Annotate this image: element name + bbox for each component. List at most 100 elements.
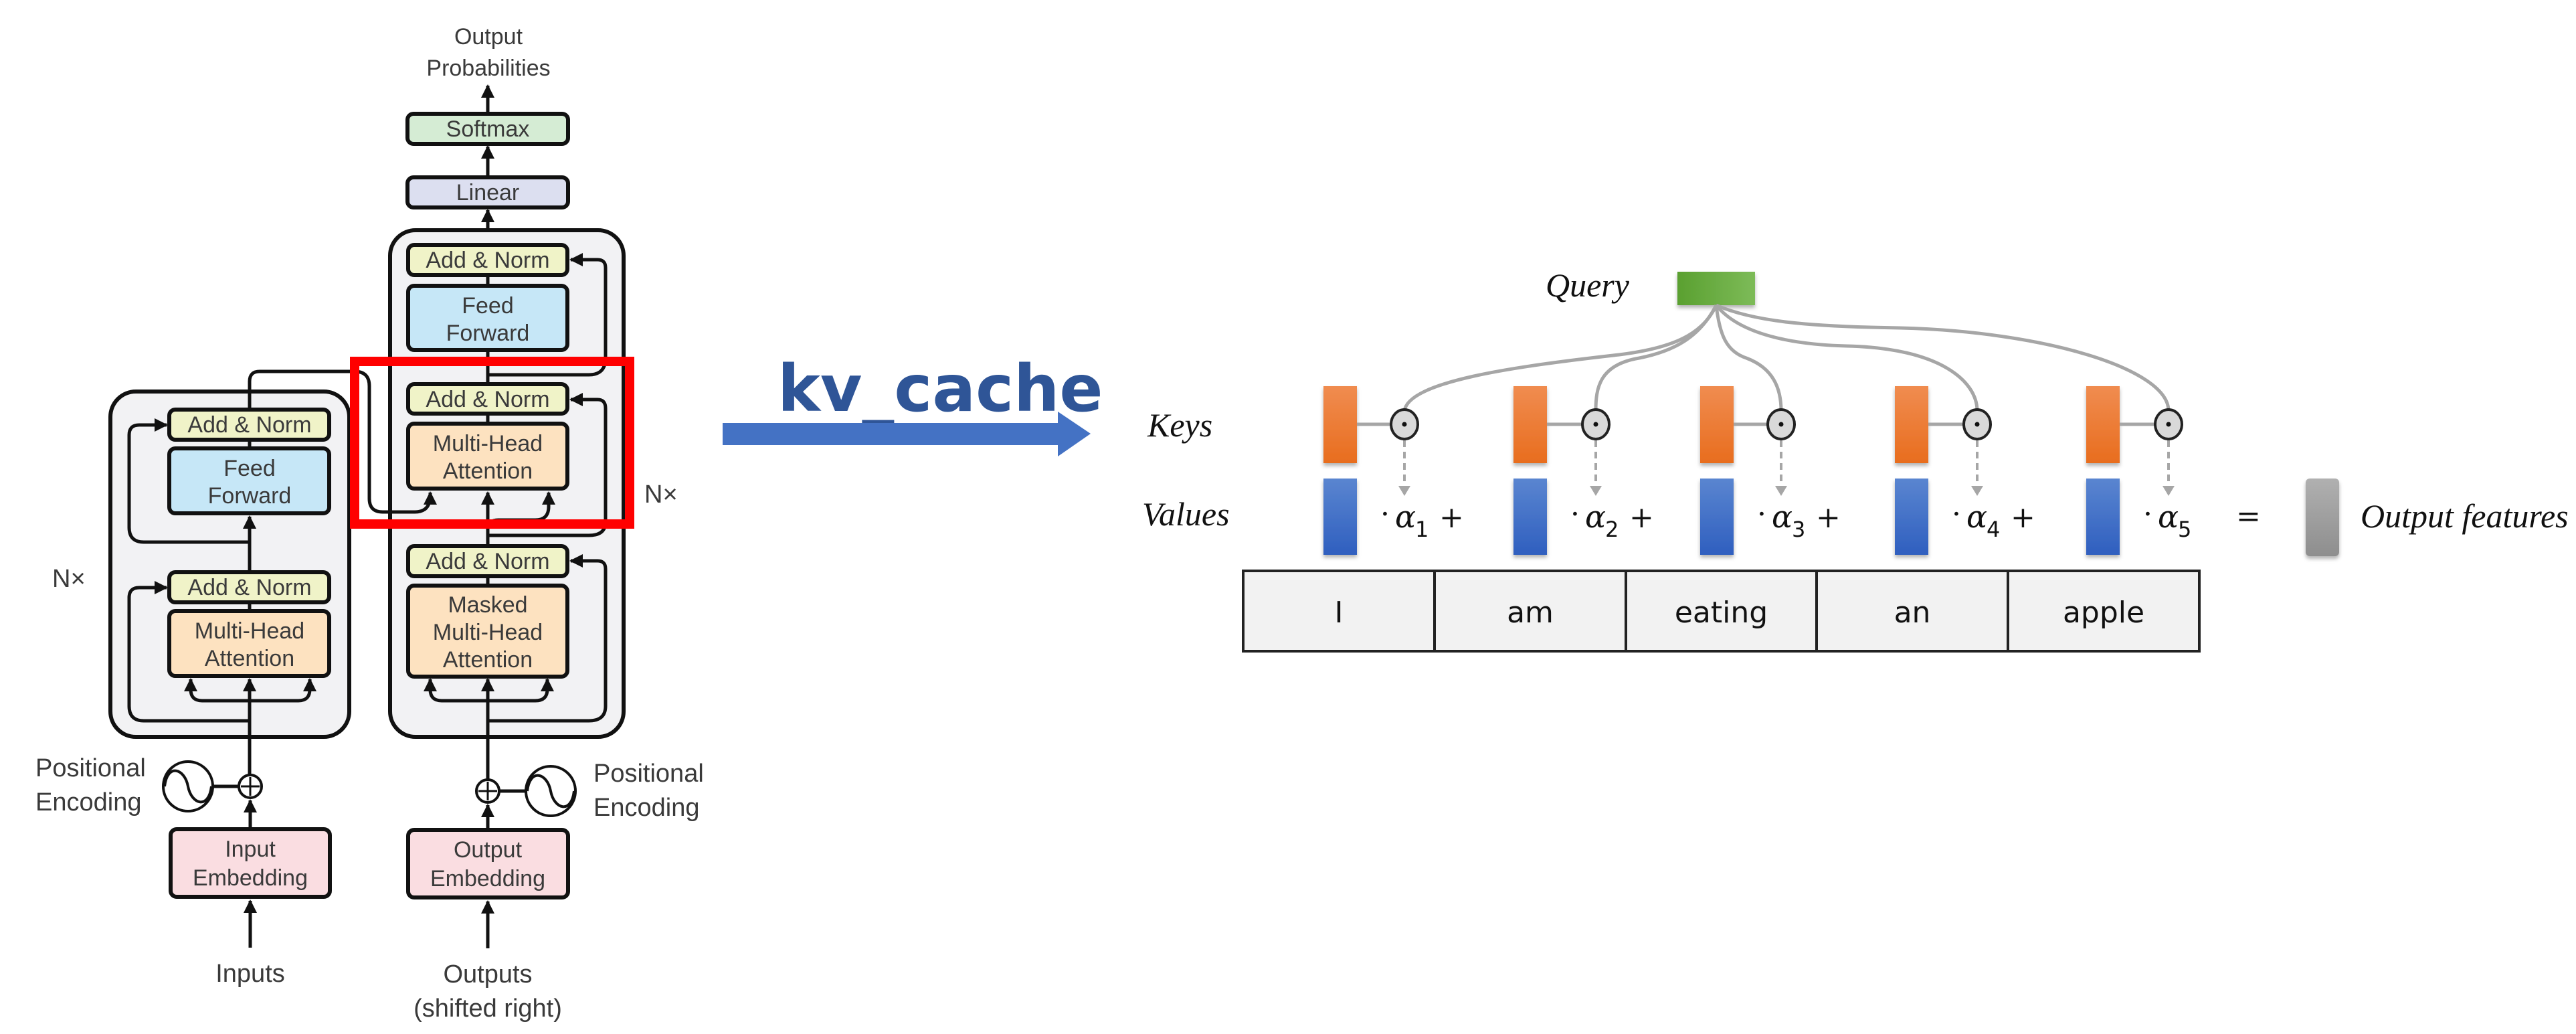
kv-column: ·α3+ xyxy=(1700,386,1841,555)
decoder-feed-forward-label-1: Feed xyxy=(462,293,514,319)
key-vector xyxy=(1513,386,1547,463)
decoder-add-norm-top xyxy=(406,243,569,277)
cross-attention-highlight xyxy=(350,357,634,529)
kv-column: ·α1+ xyxy=(1323,386,1464,555)
outputs-label-line2: (shifted right) xyxy=(413,995,562,1023)
decoder-cross-attention-label-2: Attention xyxy=(443,458,533,484)
keys-label: Keys xyxy=(1147,406,1212,444)
positional-encoding-left-line1: Positional xyxy=(35,754,146,782)
encoder-repeat-label: N× xyxy=(52,565,86,593)
encoder-add-norm-bottom-label: Add & Norm xyxy=(187,575,311,600)
kv-column: ·α5 xyxy=(2086,386,2191,555)
token-cell: am xyxy=(1433,570,1627,653)
sine-wave-icon-left xyxy=(162,760,214,812)
positional-encoding-right-line1: Positional xyxy=(593,760,704,788)
token-cell: I xyxy=(1242,570,1436,653)
softmax-label: Softmax xyxy=(446,116,530,142)
attention-weight-index: 2 xyxy=(1605,517,1619,542)
output-feature-vector xyxy=(2306,479,2339,556)
output-features-label: Output features xyxy=(2361,497,2569,535)
attention-weight-alpha: α xyxy=(1966,499,1987,535)
decoder-residual-top xyxy=(488,253,608,377)
decoder-masked-attention-label-2: Multi-Head xyxy=(433,620,543,645)
encoder-split-left xyxy=(184,678,250,703)
encoder-add-norm-top-label: Add & Norm xyxy=(187,412,311,438)
decoder-cross-attention-label-1: Multi-Head xyxy=(433,431,543,456)
token-text: I xyxy=(1335,596,1344,630)
multiply-dot: · xyxy=(1570,497,1580,531)
query-label: Query xyxy=(1546,266,1630,304)
query-key-link-3 xyxy=(1714,305,1783,412)
encoder-feed-forward xyxy=(167,446,331,515)
attention-illustration: Query Keys Values ·α1+·α2+·α3+·α4+·α5 = … xyxy=(1142,266,2569,653)
encoder-feed-forward-label-1: Feed xyxy=(223,456,276,481)
encoder-residual-bottom xyxy=(127,581,250,723)
decoder-add-norm-top-label: Add & Norm xyxy=(426,248,549,273)
output-probabilities-label-line1: Output xyxy=(454,24,523,50)
token-cell-box xyxy=(1242,570,1436,653)
input-embedding-label-1: Input xyxy=(225,837,276,862)
kv-cache-arrow: kv_cache xyxy=(723,351,1103,456)
token-cell-box xyxy=(1815,570,2009,653)
query-key-link-1 xyxy=(1402,304,1718,412)
key-vector xyxy=(2086,386,2120,463)
add-icon-right xyxy=(475,778,500,804)
decoder-add-norm-bottom-label: Add & Norm xyxy=(426,549,549,574)
outputs-label-line1: Outputs xyxy=(443,960,532,988)
value-vector xyxy=(1700,479,1734,555)
encoder-residual-top xyxy=(127,418,250,544)
arrow-down-icon xyxy=(1971,486,1983,496)
attention-weight-alpha: α xyxy=(1395,499,1416,535)
decoder-masked-attention-label-3: Attention xyxy=(443,647,533,673)
dot-product-center xyxy=(1974,422,1980,427)
dot-product-center xyxy=(1402,422,1407,427)
plus-sign: + xyxy=(1816,501,1841,535)
decoder-masked-attention xyxy=(406,584,569,679)
plus-sign: + xyxy=(1439,501,1464,535)
value-vector xyxy=(1513,479,1547,555)
linear-label: Linear xyxy=(456,180,520,205)
attention-weight-index: 1 xyxy=(1415,517,1429,542)
positional-encoding-right-line2: Encoding xyxy=(593,794,699,822)
value-vector xyxy=(2086,479,2120,555)
decoder-cross-attention xyxy=(406,422,569,491)
decoder-add-norm-bottom xyxy=(406,544,569,578)
decoder-add-norm-mid xyxy=(406,382,569,416)
dot-product-center xyxy=(1778,422,1784,427)
attention-weight-index: 3 xyxy=(1792,517,1805,542)
token-text: apple xyxy=(2063,596,2144,630)
decoder-split-left xyxy=(424,678,488,703)
token-text: am xyxy=(1507,596,1554,630)
kv-columns: ·α1+·α2+·α3+·α4+·α5 xyxy=(1323,386,2191,555)
dot-product-center xyxy=(2166,422,2171,427)
key-vector xyxy=(1895,386,1928,463)
token-cell: an xyxy=(1815,570,2009,653)
transformer-diagram: Output Probabilities Softmax Linear Add xyxy=(35,24,704,1023)
kv-column: ·α4+ xyxy=(1895,386,2035,555)
multiply-dot: · xyxy=(1757,497,1766,531)
encoder-attention-label-1: Multi-Head xyxy=(195,618,304,644)
arrow-down-icon xyxy=(1775,486,1787,496)
value-vector xyxy=(1323,479,1357,555)
right-arrow-icon xyxy=(723,412,1091,456)
decoder-feed-forward-label-2: Forward xyxy=(446,321,530,346)
arrow-down-icon xyxy=(1398,486,1410,496)
dot-product-center xyxy=(1593,422,1598,427)
softmax-block xyxy=(405,112,570,146)
token-cell: apple xyxy=(2007,570,2201,653)
equals-sign: = xyxy=(2236,499,2261,533)
decoder-feed-forward xyxy=(406,284,569,352)
positional-encoding-left-line2: Encoding xyxy=(35,788,141,816)
token-cell-box xyxy=(1625,570,1818,653)
values-label: Values xyxy=(1142,495,1230,533)
query-key-link-2 xyxy=(1594,304,1718,412)
attention-weight-alpha: α xyxy=(2158,499,2179,535)
plus-sign: + xyxy=(2011,501,2035,535)
plus-sign: + xyxy=(1629,501,1654,535)
token-cell-box xyxy=(2007,570,2201,653)
attention-weight-alpha: α xyxy=(1585,499,1606,535)
output-embedding-label-1: Output xyxy=(454,837,523,863)
encoder-attention xyxy=(167,609,331,678)
